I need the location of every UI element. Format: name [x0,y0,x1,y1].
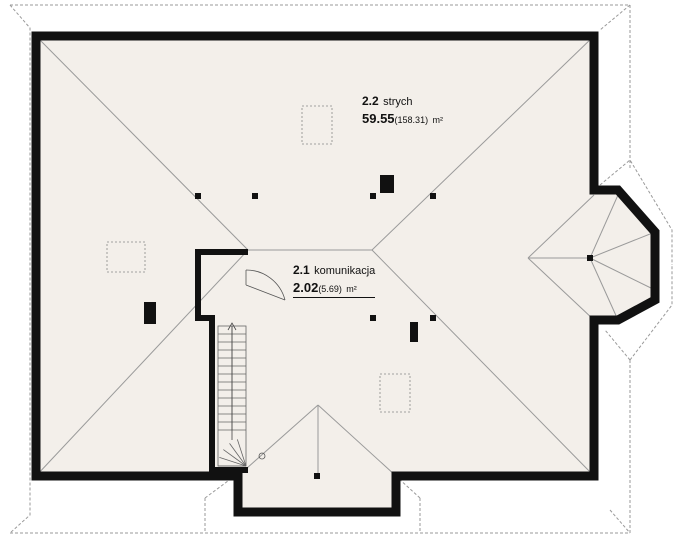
pillar-icon [195,193,593,479]
roof-hip-lines [35,35,656,477]
stair-arrow-icon [227,322,237,440]
skylight-icon [106,105,411,413]
stair-winder [219,456,247,467]
room-name: komunikacja [314,265,376,277]
room-number: 2.1 [293,263,310,277]
room-name: strych [383,96,413,108]
stair-post-icon [258,452,266,460]
roof-overhang-outline [9,4,673,534]
area-unit: m² [432,115,444,125]
door-swing [245,269,286,301]
chimney-icon [144,175,418,342]
room-area-total: (5.69) [318,284,342,294]
attic-floor [36,36,655,512]
room-area: 2.02 [293,280,319,295]
room-area-total: (158.31) [394,115,429,125]
stair-winder [236,439,247,467]
stair-winder [223,449,247,467]
room-label-strych: 2.2 strych 59.55(158.31) m² [362,92,443,128]
room-area: 59.55 [362,111,395,126]
stair-winder [229,443,247,467]
room-number: 2.2 [362,94,379,108]
outer-wall [31,31,660,517]
room-label-komunikacja: 2.1 komunikacja 2.02(5.69) m² [293,261,376,298]
area-unit: m² [346,284,357,294]
stair-wall [195,249,248,473]
